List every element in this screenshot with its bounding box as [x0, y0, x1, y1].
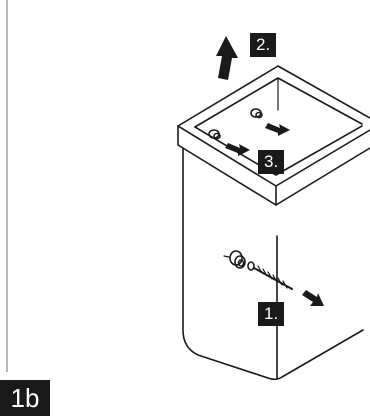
front-washer-hole	[237, 259, 245, 267]
front-screw-axis	[223, 255, 230, 258]
page-margin-rule	[6, 0, 8, 372]
lid-back-edge	[177, 65, 370, 127]
step-1-badge: 1.	[258, 302, 285, 326]
front-washer-inner	[234, 255, 246, 269]
step-3-badge: 3.	[258, 150, 285, 174]
slide-arrow-left-icon	[225, 143, 250, 156]
front-screw-head	[247, 261, 255, 271]
bin-body-outline	[182, 147, 364, 381]
lid-inner-front	[194, 125, 363, 176]
right-bracket-screw	[255, 111, 263, 119]
lift-arrow-icon	[216, 36, 238, 80]
figure-label: 1b	[0, 380, 50, 416]
step-2-badge: 2.	[250, 33, 277, 57]
left-bracket-screw	[213, 132, 221, 140]
unscrew-arrow-icon	[302, 290, 324, 306]
slide-arrow-right-icon	[265, 123, 290, 136]
step-3-label: 3.	[264, 152, 279, 171]
lid-front-edge	[177, 125, 370, 206]
front-screw-thread	[257, 265, 288, 289]
step-1-label: 1.	[264, 304, 279, 323]
step-2-label: 2.	[256, 35, 271, 54]
